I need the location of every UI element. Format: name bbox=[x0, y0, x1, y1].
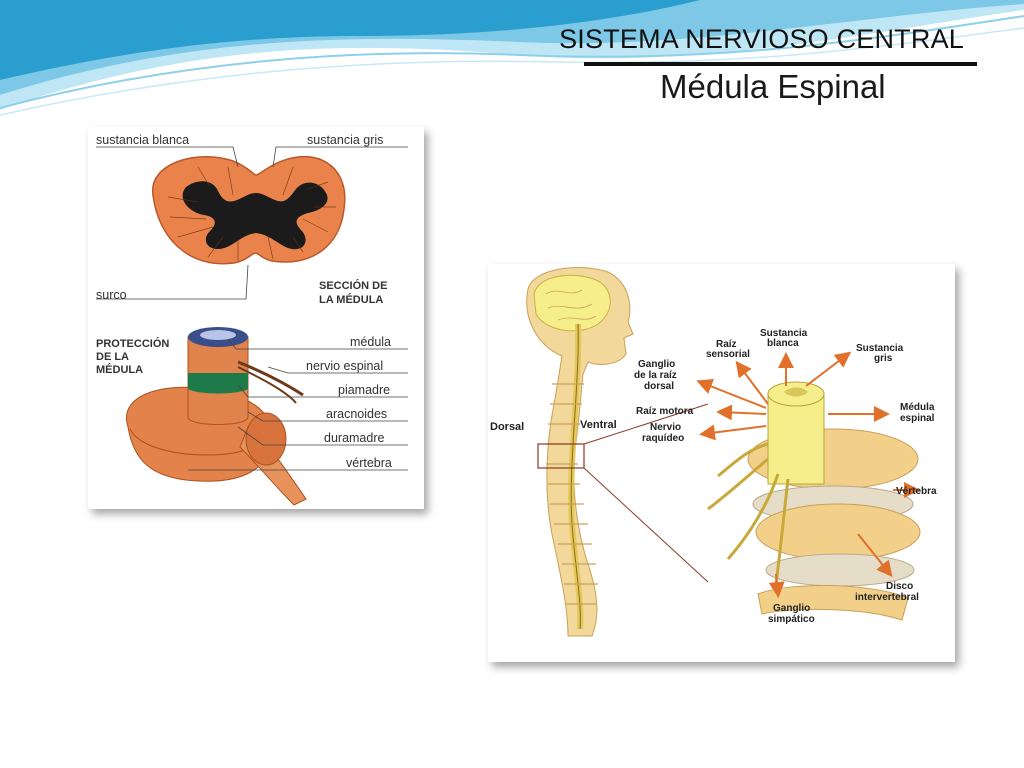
spinal-cord-section-figure: sustancia blanca sustancia gris surco SE… bbox=[88, 127, 424, 509]
label-piamadre: piamadre bbox=[338, 383, 390, 397]
label-disco-line1: Disco bbox=[886, 581, 913, 592]
label-surco: surco bbox=[96, 288, 127, 302]
label-nervio-raquideo-line2: raquídeo bbox=[642, 433, 684, 444]
label-medula: médula bbox=[350, 335, 391, 349]
slide-title: SISTEMA NERVIOSO CENTRAL bbox=[559, 24, 964, 54]
spinal-cord-section-illustration: sustancia blanca sustancia gris surco SE… bbox=[96, 133, 408, 506]
label-medula-espinal-line1: Médula bbox=[900, 402, 935, 413]
title-divider bbox=[584, 62, 977, 66]
label-raiz-sensorial-line1: Raíz bbox=[716, 339, 737, 350]
label-sustancia-gris-line2: gris bbox=[874, 353, 893, 364]
label-raiz-motora: Raíz motora bbox=[636, 406, 694, 417]
label-raiz-sensorial-line2: sensorial bbox=[706, 349, 750, 360]
slide-subtitle: Médula Espinal bbox=[660, 68, 886, 105]
label-sustancia-blanca-line1: Sustancia bbox=[760, 328, 808, 339]
label-nervio-raquideo-line1: Nervio bbox=[650, 422, 681, 433]
cord-cross-section bbox=[152, 155, 346, 265]
vertebra-illustration bbox=[126, 327, 307, 506]
label-duramadre: duramadre bbox=[324, 431, 384, 445]
label-proteccion-line2: DE LA bbox=[96, 351, 129, 363]
label-seccion-line1: SECCIÓN DE bbox=[319, 279, 387, 292]
label-ganglio-raiz-line1: Ganglio bbox=[638, 359, 675, 370]
label-dorsal: Dorsal bbox=[490, 421, 524, 433]
label-ganglio-simpatico-line2: simpático bbox=[768, 614, 815, 625]
label-sustancia-gris: sustancia gris bbox=[307, 133, 383, 147]
spinal-nerves-illustration: Dorsal Ventral bbox=[490, 266, 937, 637]
label-disco-line2: intervertebral bbox=[855, 592, 919, 603]
label-proteccion-line1: PROTECCIÓN bbox=[96, 337, 169, 350]
label-ganglio-raiz-line3: dorsal bbox=[644, 381, 674, 392]
label-ganglio-simpatico-line1: Ganglio bbox=[773, 603, 810, 614]
spinal-detail-illustration bbox=[707, 381, 921, 621]
label-vertebra: Vértebra bbox=[896, 486, 937, 497]
label-medula-espinal-line2: espinal bbox=[900, 413, 935, 424]
label-sustancia-gris-line1: Sustancia bbox=[856, 343, 904, 354]
label-nervio-espinal: nervio espinal bbox=[306, 359, 383, 373]
label-aracnoides: aracnoides bbox=[326, 407, 387, 421]
label-ventral: Ventral bbox=[580, 419, 617, 431]
label-proteccion-line3: MÉDULA bbox=[96, 363, 143, 376]
spinal-nerves-figure: Dorsal Ventral bbox=[488, 264, 955, 662]
background-waves bbox=[0, 0, 1024, 116]
label-sustancia-blanca: sustancia blanca bbox=[96, 133, 189, 147]
body-skeleton-illustration bbox=[526, 266, 709, 637]
label-seccion-line2: LA MÉDULA bbox=[319, 293, 383, 306]
label-ganglio-raiz-line2: de la raíz bbox=[634, 370, 677, 381]
label-sustancia-blanca-line2: blanca bbox=[767, 338, 799, 349]
label-vertebra: vértebra bbox=[346, 456, 392, 470]
